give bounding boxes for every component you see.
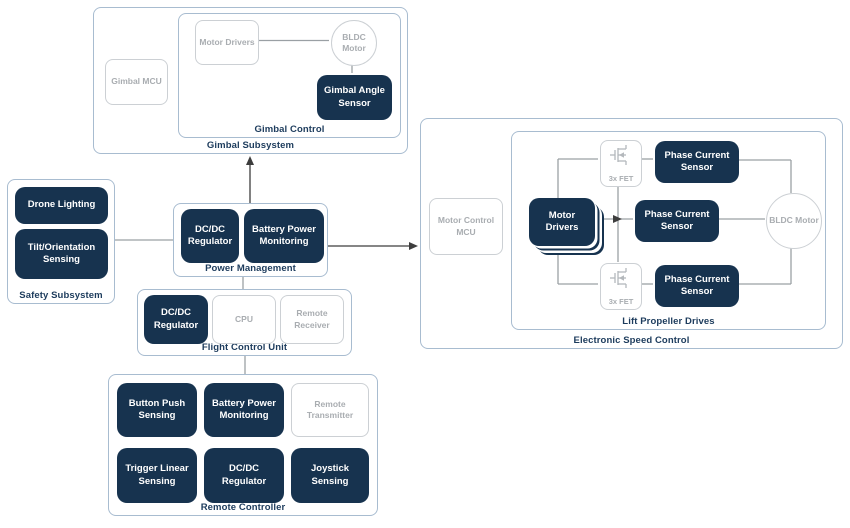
battery-power-monitoring-text: Battery Power Monitoring bbox=[212, 397, 276, 421]
fet-box-top: 3x FET bbox=[600, 140, 642, 187]
dcdc-regulator-text: DC/DC Regulator bbox=[153, 307, 199, 331]
gimbal-subsystem-label: Gimbal Subsystem bbox=[206, 140, 295, 151]
lift-propeller-drives-label: Lift Propeller Drives bbox=[622, 316, 715, 327]
button-push-sensing-text: Button Push Sensing bbox=[128, 397, 186, 421]
cpu-text: CPU bbox=[235, 313, 253, 324]
mosfet-icon bbox=[610, 268, 627, 288]
remote-controller-group: Remote Controller Button Push Sensing Ba… bbox=[108, 374, 378, 516]
gimbal-angle-sensor-text: Gimbal Angle Sensor bbox=[324, 85, 385, 109]
battery-power-monitoring-box-remote: Battery Power Monitoring bbox=[204, 383, 284, 437]
motor-drivers-stack-box: Motor Drivers bbox=[529, 198, 595, 246]
electronic-speed-control-label: Electronic Speed Control bbox=[573, 335, 690, 346]
cpu-box: CPU bbox=[212, 295, 276, 344]
remote-transmitter-box: Remote Transmitter bbox=[291, 383, 369, 437]
gimbal-mcu-box: Gimbal MCU bbox=[105, 59, 168, 105]
fet-top-text: 3x FET bbox=[608, 173, 634, 183]
phase-current-sensor-box-top: Phase Current Sensor bbox=[655, 141, 739, 183]
dcdc-regulator-box-remote: DC/DC Regulator bbox=[204, 448, 284, 503]
flight-control-unit-group: Flight Control Unit DC/DC Regulator CPU … bbox=[137, 289, 352, 356]
motor-control-mcu-box: Motor Control MCU bbox=[429, 198, 503, 255]
gimbal-control-group: Gimbal Control Motor Drivers BLDC Motor … bbox=[178, 13, 401, 138]
phase-current-sensor-box-bottom: Phase Current Sensor bbox=[655, 265, 739, 307]
fet-bottom-text: 3x FET bbox=[608, 296, 634, 306]
motor-drivers-box-gimbal: Motor Drivers bbox=[195, 20, 259, 65]
bldc-motor-text: BLDC Motor bbox=[769, 215, 819, 226]
power-management-group: Power Management DC/DC Regulator Battery… bbox=[173, 203, 328, 277]
gimbal-angle-sensor-box: Gimbal Angle Sensor bbox=[317, 75, 392, 120]
joystick-sensing-text: Joystick Sensing bbox=[310, 463, 350, 487]
remote-transmitter-text: Remote Transmitter bbox=[306, 398, 354, 420]
fet-box-bottom: 3x FET bbox=[600, 263, 642, 310]
gimbal-control-label: Gimbal Control bbox=[254, 124, 325, 135]
battery-power-monitoring-box-power: Battery Power Monitoring bbox=[244, 209, 324, 263]
flight-control-unit-label: Flight Control Unit bbox=[201, 342, 288, 353]
dcdc-regulator-text: DC/DC Regulator bbox=[221, 463, 267, 487]
bldc-motor-circle-esc: BLDC Motor bbox=[766, 193, 822, 249]
trigger-linear-sensing-box: Trigger Linear Sensing bbox=[117, 448, 197, 503]
motor-drivers-text: Motor Drivers bbox=[199, 36, 255, 47]
mosfet-icon bbox=[610, 145, 627, 165]
remote-receiver-box: Remote Receiver bbox=[280, 295, 344, 344]
battery-power-monitoring-text: Battery Power Monitoring bbox=[252, 223, 316, 247]
power-management-label: Power Management bbox=[205, 263, 296, 274]
tilt-orientation-sensing-text: Tilt/Orientation Sensing bbox=[27, 241, 96, 265]
drone-lighting-text: Drone Lighting bbox=[27, 199, 96, 211]
phase-current-sensor-text: Phase Current Sensor bbox=[644, 208, 710, 232]
remote-receiver-text: Remote Receiver bbox=[294, 308, 330, 330]
safety-subsystem-group: Safety Subsystem Drone Lighting Tilt/Ori… bbox=[7, 179, 115, 304]
safety-subsystem-label: Safety Subsystem bbox=[19, 290, 103, 301]
dcdc-regulator-box-fcu: DC/DC Regulator bbox=[144, 295, 208, 344]
phase-current-sensor-text: Phase Current Sensor bbox=[664, 149, 730, 173]
lift-propeller-drives-group: Lift Propeller Drives 3x FET bbox=[511, 131, 826, 330]
dcdc-regulator-text: DC/DC Regulator bbox=[187, 223, 233, 247]
bldc-motor-circle-gimbal: BLDC Motor bbox=[331, 20, 377, 66]
dcdc-regulator-box-power: DC/DC Regulator bbox=[181, 209, 239, 263]
drone-lighting-box: Drone Lighting bbox=[15, 187, 108, 224]
button-push-sensing-box: Button Push Sensing bbox=[117, 383, 197, 437]
tilt-orientation-sensing-box: Tilt/Orientation Sensing bbox=[15, 229, 108, 279]
joystick-sensing-box: Joystick Sensing bbox=[291, 448, 369, 503]
trigger-linear-sensing-text: Trigger Linear Sensing bbox=[125, 463, 189, 487]
gimbal-subsystem-group: Gimbal Subsystem Gimbal MCU Gimbal Contr… bbox=[93, 7, 408, 154]
bldc-motor-text: BLDC Motor bbox=[342, 31, 366, 53]
motor-control-mcu-text: Motor Control MCU bbox=[437, 215, 495, 237]
remote-controller-label: Remote Controller bbox=[200, 502, 286, 513]
phase-current-sensor-box-mid: Phase Current Sensor bbox=[635, 200, 719, 242]
phase-current-sensor-text: Phase Current Sensor bbox=[664, 273, 730, 297]
motor-drivers-text: Motor Drivers bbox=[545, 209, 579, 233]
electronic-speed-control-group: Electronic Speed Control Motor Control M… bbox=[420, 118, 843, 349]
gimbal-mcu-text: Gimbal MCU bbox=[111, 76, 162, 87]
